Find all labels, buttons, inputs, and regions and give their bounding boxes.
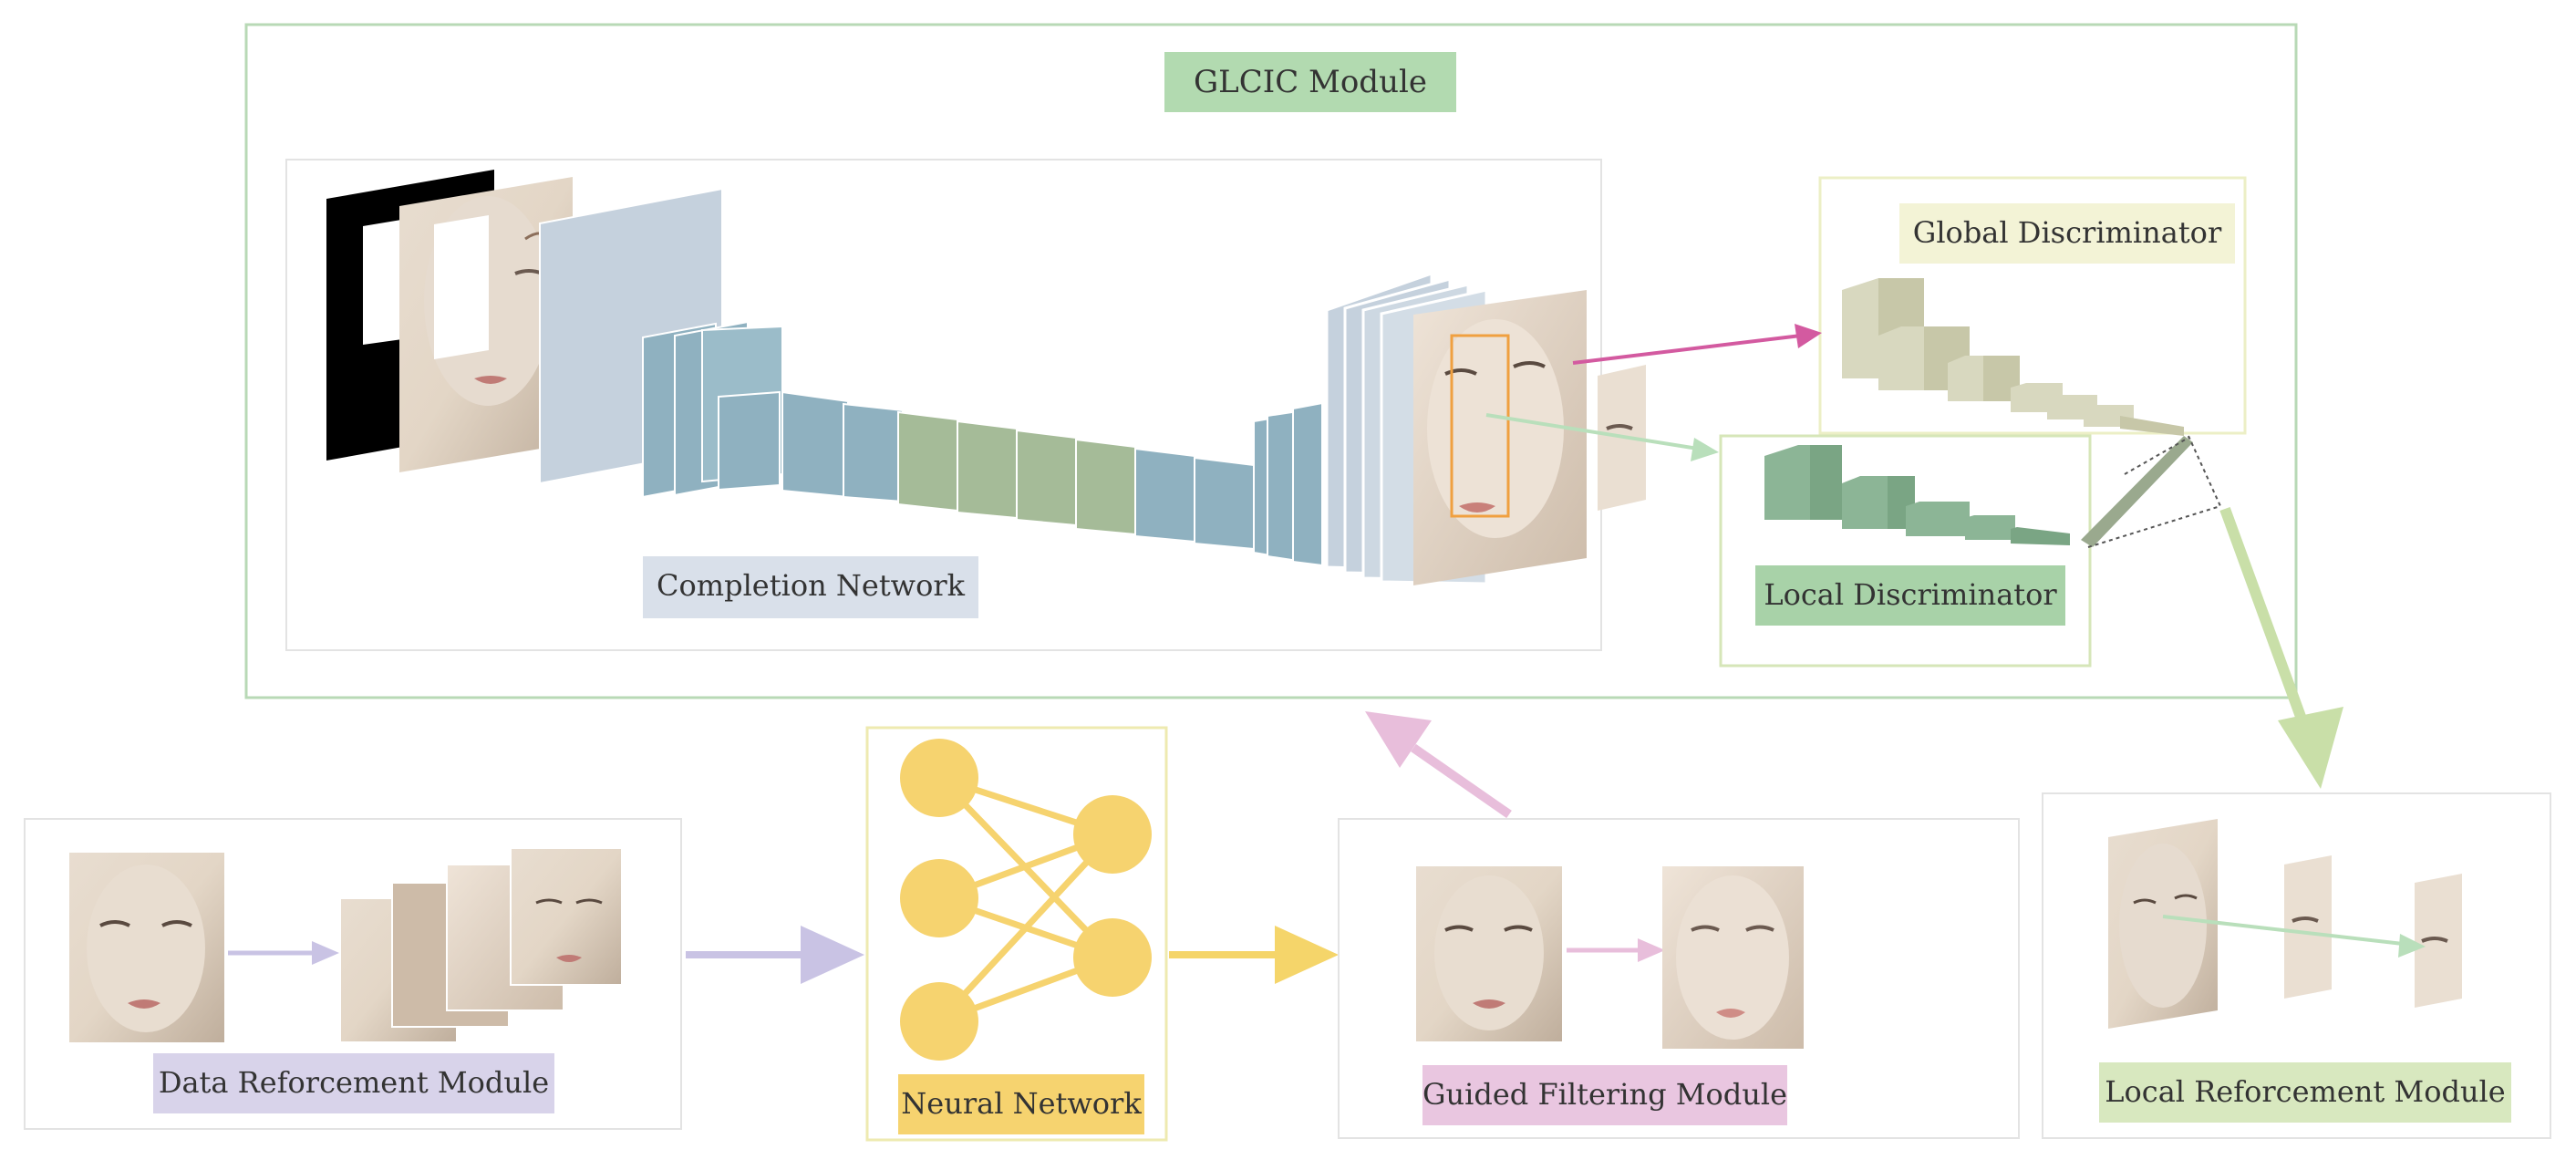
completion-network-tag (643, 556, 978, 618)
conv-block (897, 410, 958, 513)
completed-face-image-icon (1413, 290, 1587, 585)
neural-network-tag (898, 1074, 1144, 1134)
conv-block (718, 390, 781, 492)
glcic-module: GLCIC Module (244, 23, 2298, 699)
guided-filtering-label: Guided Filtering Module (1422, 1077, 1787, 1112)
data-reinforcement-tag (153, 1053, 554, 1113)
local-reinforcement-module: Local Reforcement Module (2042, 792, 2551, 1139)
conv-block (1292, 401, 1323, 567)
fusion-connector (2081, 435, 2221, 548)
arrow-icon (228, 941, 339, 965)
arrow-icon (1365, 711, 1512, 819)
arrow-icon (1485, 413, 1719, 461)
masked-face-image-icon (399, 177, 573, 472)
conv-block (1016, 429, 1077, 527)
conv-block (781, 390, 849, 499)
global-disc-layers (1842, 278, 2184, 436)
conv-blocks (642, 320, 1323, 567)
local-discriminator-tag (1755, 565, 2065, 626)
filtered-face-image-icon (1662, 866, 1804, 1049)
guided-filtering-tag (1422, 1065, 1787, 1125)
local-disc-layers (1764, 445, 2070, 545)
glcic-module-label: GLCIC Module (1194, 64, 1427, 100)
glcic-module-border (244, 23, 2298, 699)
conv-block (1134, 447, 1195, 544)
conv-block (957, 419, 1018, 520)
data-reinforcement-border (24, 818, 682, 1130)
face-image-icon (69, 853, 224, 1042)
arrow-icon (2162, 915, 2426, 958)
neural-network-module: Neural Network (865, 726, 1168, 1142)
neuron-icon (1073, 795, 1152, 874)
neuron-icon (1073, 918, 1152, 997)
local-discriminator-label: Local Discriminator (1764, 577, 2057, 612)
arrow-icon (1169, 926, 1339, 984)
crop-region-box (1450, 334, 1510, 518)
data-reinforcement-module: Data Reforcement Module (24, 818, 682, 1130)
guided-filtering-border (1338, 818, 2020, 1139)
data-reinforcement-label: Data Reforcement Module (159, 1065, 549, 1100)
local-patch-image-icon (2415, 874, 2462, 1008)
global-discriminator: Global Discriminator (1818, 176, 2247, 436)
neural-network-border (865, 726, 1168, 1142)
local-discriminator: Local Discriminator (1719, 434, 2092, 668)
conv-block (843, 402, 904, 503)
global-discriminator-tag (1899, 203, 2235, 264)
neuron-icon (900, 982, 978, 1061)
local-patch-image-icon (2284, 855, 2332, 999)
neuron-icon (900, 859, 978, 937)
face-image-icon (1416, 866, 1562, 1041)
neuron-icon (900, 739, 978, 817)
augmented-faces-icon (339, 847, 623, 1043)
conv-block (1194, 456, 1255, 551)
guided-filtering-module: Guided Filtering Module (1338, 818, 2020, 1139)
glcic-module-tag (1164, 52, 1456, 112)
neural-network-label: Neural Network (901, 1086, 1142, 1121)
completion-network-label: Completion Network (657, 568, 966, 603)
arrow-icon (2219, 506, 2343, 789)
face-image-icon (2108, 819, 2218, 1029)
local-reinforcement-border (2042, 792, 2551, 1139)
arrow-icon (1572, 324, 1822, 365)
local-reinforcement-tag (2099, 1062, 2511, 1123)
completion-network: Completion Network (285, 159, 1646, 651)
arrow-icon (686, 926, 864, 984)
global-discriminator-border (1818, 176, 2247, 435)
conv-block (1075, 438, 1136, 536)
local-reinforcement-label: Local Reforcement Module (2105, 1074, 2505, 1109)
global-discriminator-label: Global Discriminator (1913, 215, 2222, 250)
arrow-icon (1567, 938, 1665, 962)
local-discriminator-border (1719, 434, 2092, 668)
